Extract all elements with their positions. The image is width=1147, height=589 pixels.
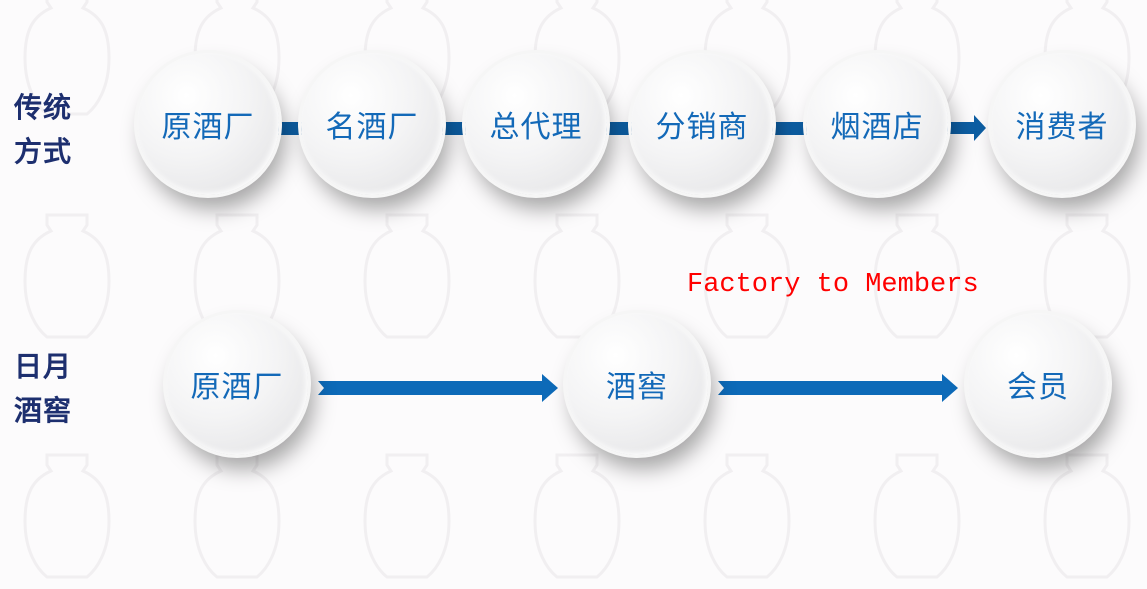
arrow-cellar-to-members-icon <box>718 374 958 402</box>
node-distributor: 分销商 <box>631 53 773 195</box>
node-raw-liquor-factory-direct: 原酒厂 <box>166 313 308 455</box>
node-label: 会员 <box>1007 370 1069 405</box>
riyue-label-line2: 酒窖 <box>14 394 73 427</box>
arrow-factory-to-cellar-icon <box>318 374 558 402</box>
node-consumer: 消费者 <box>991 53 1133 195</box>
node-label: 原酒厂 <box>161 110 255 145</box>
node-label: 总代理 <box>489 110 583 145</box>
traditional-label-line1: 传统 <box>14 91 73 124</box>
node-raw-liquor-factory: 原酒厂 <box>137 53 279 195</box>
node-label: 原酒厂 <box>190 370 284 405</box>
node-label: 分销商 <box>655 110 749 145</box>
traditional-method-label: 传统 方式 <box>14 86 84 174</box>
node-label: 酒窖 <box>606 370 668 405</box>
node-liquor-store: 烟酒店 <box>806 53 948 195</box>
node-general-agent: 总代理 <box>465 53 607 195</box>
node-cellar: 酒窖 <box>566 313 708 455</box>
riyue-label-line1: 日月 <box>14 350 73 383</box>
node-famous-liquor-factory: 名酒厂 <box>301 53 443 195</box>
jar-row-3 <box>23 453 1131 579</box>
node-label: 烟酒店 <box>830 110 924 145</box>
arrow-to-consumer-icon <box>946 115 986 141</box>
node-members: 会员 <box>967 313 1109 455</box>
traditional-label-line2: 方式 <box>14 135 73 168</box>
factory-to-members-annotation: Factory to Members <box>687 270 979 300</box>
node-label: 消费者 <box>1015 110 1109 145</box>
riyue-cellar-label: 日月 酒窖 <box>14 345 84 433</box>
node-label: 名酒厂 <box>325 110 419 145</box>
